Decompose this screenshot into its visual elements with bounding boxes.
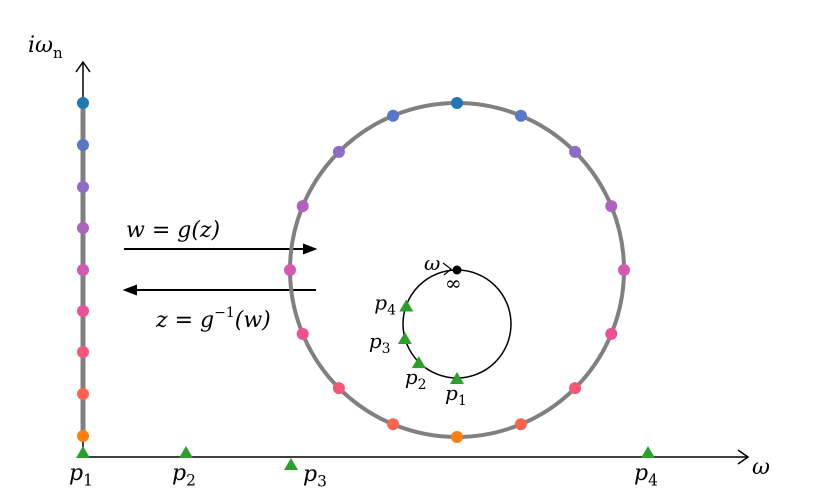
real-axis-label: ω	[752, 455, 770, 480]
circle-dots	[284, 97, 630, 443]
circle-dot	[514, 109, 527, 122]
pole-label: p1	[69, 461, 93, 490]
circle-dot	[296, 327, 309, 340]
pole-triangle-icon	[450, 372, 464, 384]
matsubara-dot	[77, 181, 89, 193]
circle-dot	[332, 145, 345, 158]
pole-label: p3	[369, 329, 391, 357]
pole-label: p2	[172, 461, 196, 490]
pole-label: p1	[445, 381, 467, 409]
arrow-left-icon	[122, 284, 138, 296]
forward-map-label: w = g(z)	[126, 218, 220, 243]
circle-dot	[569, 382, 582, 395]
arrow-right-icon	[302, 243, 318, 255]
pole-triangle-icon	[284, 458, 298, 470]
circle-dot	[387, 109, 400, 122]
omega-arrow-icon	[442, 262, 452, 276]
circle-dot	[618, 264, 630, 276]
imaginary-axis-label: iωn	[28, 33, 63, 62]
matsubara-dot	[77, 305, 89, 317]
matsubara-dot	[77, 222, 89, 234]
pole-label: p2	[405, 365, 427, 393]
matsubara-dot	[77, 388, 89, 400]
omega-label: ω	[424, 251, 440, 275]
matsubara-dot	[77, 139, 89, 151]
axis-arrow-right-icon	[737, 449, 750, 465]
matsubara-dots	[77, 97, 89, 442]
mapping-arrows: w = g(z) z = g−1(w)	[122, 218, 318, 333]
circle-dot	[332, 382, 345, 395]
matsubara-dot	[77, 264, 89, 276]
matsubara-dot	[77, 97, 89, 109]
inner-circle: ω ∞ p1 p2 p3 p4	[369, 251, 512, 409]
circle-dot	[284, 264, 296, 276]
pole-triangle-icon	[76, 446, 90, 458]
circle-dot	[514, 418, 527, 431]
pole-triangle-icon	[397, 331, 412, 344]
inverse-map-label: z = g−1(w)	[155, 305, 271, 333]
axis-arrow-up-icon	[75, 60, 91, 73]
circle-dot	[387, 418, 400, 431]
pole-triangle-icon	[399, 299, 414, 312]
pole-label: p3	[303, 462, 327, 491]
matsubara-dot	[77, 430, 89, 442]
infinity-point	[452, 265, 462, 275]
inner-circle-points: p1 p2 p3 p4	[369, 291, 467, 409]
outer-circle	[284, 97, 630, 443]
real-axis-points: p1 p2 p3 p4	[69, 446, 658, 491]
pole-triangle-icon	[179, 446, 193, 458]
matsubara-dot	[77, 346, 89, 358]
circle-dot	[569, 145, 582, 158]
pole-triangle-icon	[411, 356, 426, 369]
pole-label: p4	[634, 461, 658, 490]
circle-dot	[296, 200, 309, 213]
real-axis: ω	[83, 449, 770, 480]
circle-dot	[605, 327, 618, 340]
infinity-label: ∞	[445, 271, 462, 295]
pole-triangle-icon	[641, 446, 655, 458]
circle-dot	[605, 200, 618, 213]
circle-dot	[451, 431, 463, 443]
circle-dot	[451, 97, 463, 109]
pole-label: p4	[374, 291, 396, 319]
